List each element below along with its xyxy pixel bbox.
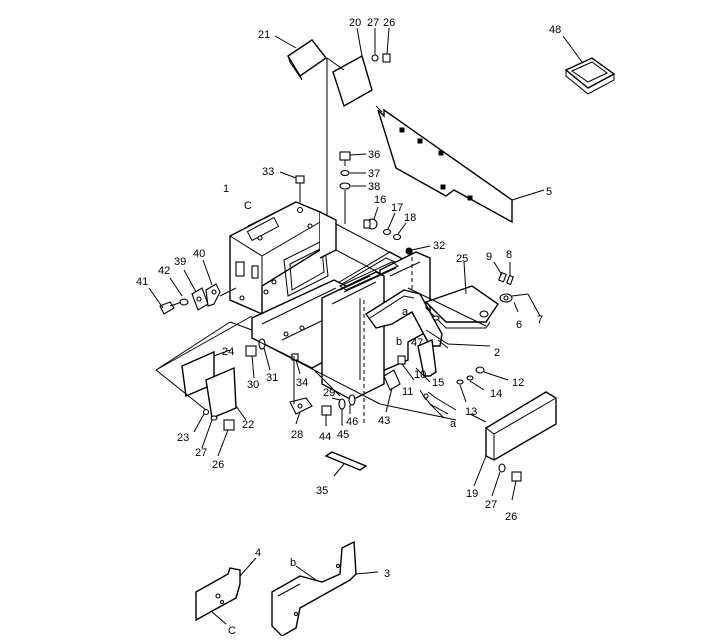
parts-34-28: [289, 353, 313, 425]
label-part-36: 36: [368, 149, 380, 161]
label-part-30: 30: [247, 379, 259, 391]
label-part-35: 35: [316, 485, 328, 497]
part-48-pad: [562, 35, 616, 95]
part-4-bracket: [195, 557, 257, 625]
part-25-plate: [424, 261, 499, 329]
label-part-7: 7: [537, 314, 543, 326]
parts-36-38-stack: [339, 151, 367, 224]
label-part-39: 39: [174, 256, 186, 268]
label-part-42: 42: [158, 265, 170, 277]
label-part-47: 47: [411, 337, 423, 349]
label-part-5: 5: [546, 186, 552, 198]
label-part-12: 12: [512, 377, 524, 389]
part-33-bolt: [279, 171, 305, 208]
label-part-15: 15: [432, 377, 444, 389]
parts-27-26-right: [491, 463, 522, 501]
label-part-18: 18: [404, 212, 416, 224]
parts-6-9: [493, 261, 541, 317]
label-part-16: 16: [374, 194, 386, 206]
label-part-3: 3: [384, 568, 390, 580]
part-35-strip: [324, 451, 368, 477]
part-19-panel: [473, 391, 557, 487]
label-part-29: 29: [323, 387, 335, 399]
label-part-40: 40: [193, 248, 205, 260]
parts-27-26-top: [371, 27, 391, 63]
label-part-6: 6: [516, 319, 522, 331]
label-part-45: 45: [337, 429, 349, 441]
ref-c-main: C: [244, 200, 252, 212]
label-part-21: 21: [258, 29, 270, 41]
label-part-22: 22: [242, 419, 254, 431]
label-part-10: 10: [414, 369, 426, 381]
label-part-23: 23: [177, 432, 189, 444]
ref-a-lower: a: [450, 418, 457, 430]
label-part-25: 25: [456, 253, 468, 265]
label-part-26-right: 26: [505, 511, 517, 523]
label-part-34: 34: [296, 377, 308, 389]
main-frame-part-1: [229, 201, 431, 424]
label-part-41: 41: [136, 276, 148, 288]
parts-30-31: [245, 338, 271, 379]
label-part-8: 8: [506, 249, 512, 261]
label-part-1: 1: [223, 183, 229, 195]
label-part-28: 28: [291, 429, 303, 441]
part-3-plate: [271, 540, 379, 637]
ref-b-bottom: b: [290, 557, 296, 569]
label-part-24: 24: [222, 346, 234, 358]
label-part-19: 19: [466, 488, 478, 500]
part-5-panel: [375, 105, 545, 224]
label-part-37: 37: [368, 168, 380, 180]
parts-16-18: [363, 206, 407, 241]
parts-23-27-26-left: [155, 369, 235, 457]
label-part-4: 4: [255, 547, 261, 559]
label-part-17: 17: [391, 202, 403, 214]
label-part-27-right: 27: [485, 499, 497, 511]
label-part-32: 32: [433, 240, 445, 252]
part-number-labels: 21 20 27 26 48 36 37 38 33 5 1 16 17 18 …: [136, 17, 561, 637]
part-21-plate: [274, 35, 328, 81]
parts-39-42: [148, 259, 237, 315]
label-part-13: 13: [465, 406, 477, 418]
ref-a-upper: a: [402, 306, 409, 318]
label-part-11: 11: [402, 386, 413, 398]
label-part-33: 33: [262, 166, 274, 178]
label-part-9: 9: [486, 251, 492, 263]
parts-12-14: [456, 366, 509, 403]
label-part-26-left: 26: [212, 459, 224, 471]
label-part-31: 31: [266, 372, 278, 384]
label-part-38: 38: [368, 181, 380, 193]
part-22-panel: [205, 366, 247, 421]
label-part-48: 48: [549, 24, 561, 36]
label-part-27-top: 27: [367, 17, 379, 29]
label-part-2: 2: [494, 347, 500, 359]
label-part-46: 46: [346, 416, 358, 428]
parts-29-44-46: [321, 394, 356, 426]
ref-c-bottom: C: [228, 625, 236, 636]
assembly-outline: [155, 287, 487, 423]
label-part-14: 14: [490, 388, 502, 400]
label-part-44: 44: [319, 431, 331, 443]
part-2-bracket: [364, 289, 491, 349]
label-part-20: 20: [349, 17, 361, 29]
ref-b-main: b: [396, 336, 402, 348]
label-part-26-top: 26: [383, 17, 395, 29]
part-24-panel: [155, 315, 253, 398]
label-part-43: 43: [378, 415, 390, 427]
parts-43-47-10-11-15: [383, 338, 457, 419]
label-part-27-left: 27: [195, 447, 207, 459]
